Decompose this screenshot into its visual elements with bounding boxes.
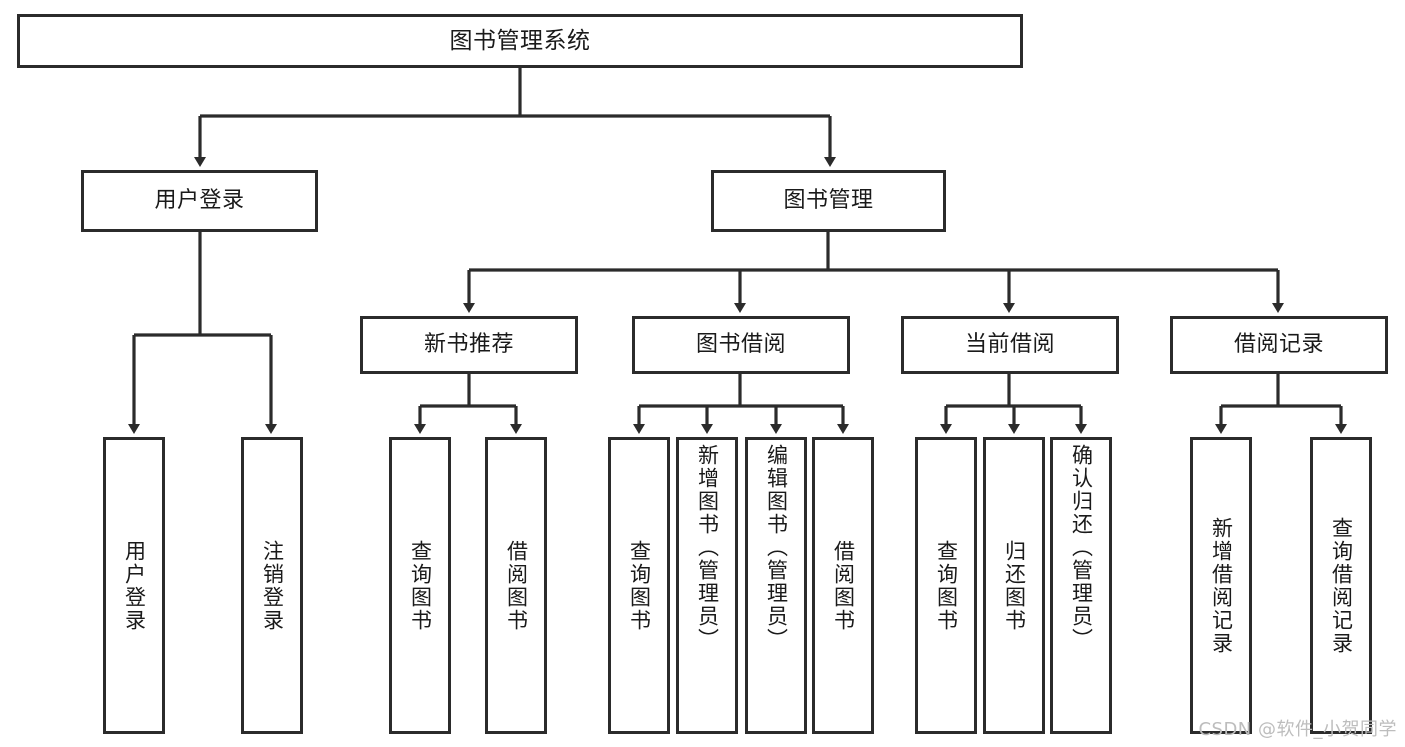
node-book-borrow-label: 图书借阅 bbox=[695, 332, 786, 358]
leaf-borrow-query-book-label: 查询图书 bbox=[627, 539, 652, 632]
leaf-current-return-book[interactable]: 归还图书 bbox=[983, 437, 1045, 734]
node-book-management[interactable]: 图书管理 bbox=[711, 170, 946, 232]
node-new-book-recommend-label: 新书推荐 bbox=[423, 332, 514, 358]
leaf-current-confirm-return-admin-label: 确认归还（管理员） bbox=[1069, 444, 1094, 651]
node-book-management-label: 图书管理 bbox=[783, 188, 874, 214]
leaf-user-logout[interactable]: 注销登录 bbox=[241, 437, 303, 734]
node-book-borrow[interactable]: 图书借阅 bbox=[632, 316, 850, 374]
leaf-borrow-borrow-book-label: 借阅图书 bbox=[831, 539, 856, 632]
leaf-newbook-borrow-book-label: 借阅图书 bbox=[504, 539, 529, 632]
leaf-current-confirm-return-admin[interactable]: 确认归还（管理员） bbox=[1050, 437, 1112, 734]
watermark: CSDN @软件_小贺同学 bbox=[1198, 719, 1397, 740]
leaf-newbook-query-book[interactable]: 查询图书 bbox=[389, 437, 451, 734]
leaf-borrow-edit-book-admin[interactable]: 编辑图书（管理员） bbox=[745, 437, 807, 734]
node-borrow-records[interactable]: 借阅记录 bbox=[1170, 316, 1388, 374]
leaf-user-login-label: 用户登录 bbox=[122, 539, 147, 632]
leaf-newbook-borrow-book[interactable]: 借阅图书 bbox=[485, 437, 547, 734]
leaf-newbook-query-book-label: 查询图书 bbox=[408, 539, 433, 632]
leaf-records-query-record-label: 查询借阅记录 bbox=[1329, 516, 1354, 655]
leaf-current-query-book[interactable]: 查询图书 bbox=[915, 437, 977, 734]
leaf-records-query-record[interactable]: 查询借阅记录 bbox=[1310, 437, 1372, 734]
leaf-borrow-query-book[interactable]: 查询图书 bbox=[608, 437, 670, 734]
node-current-borrow-label: 当前借阅 bbox=[964, 332, 1055, 358]
leaf-records-add-record[interactable]: 新增借阅记录 bbox=[1190, 437, 1252, 734]
node-root-label: 图书管理系统 bbox=[449, 27, 591, 54]
leaf-user-login[interactable]: 用户登录 bbox=[103, 437, 165, 734]
leaf-borrow-edit-book-admin-label: 编辑图书（管理员） bbox=[764, 444, 789, 651]
node-user-login[interactable]: 用户登录 bbox=[81, 170, 318, 232]
leaf-current-query-book-label: 查询图书 bbox=[934, 539, 959, 632]
leaf-borrow-add-book-admin[interactable]: 新增图书（管理员） bbox=[676, 437, 738, 734]
node-borrow-records-label: 借阅记录 bbox=[1233, 332, 1324, 358]
node-root[interactable]: 图书管理系统 bbox=[17, 14, 1023, 68]
node-user-login-label: 用户登录 bbox=[154, 188, 245, 214]
node-current-borrow[interactable]: 当前借阅 bbox=[901, 316, 1119, 374]
node-new-book-recommend[interactable]: 新书推荐 bbox=[360, 316, 578, 374]
leaf-current-return-book-label: 归还图书 bbox=[1002, 539, 1027, 632]
leaf-borrow-borrow-book[interactable]: 借阅图书 bbox=[812, 437, 874, 734]
leaf-user-logout-label: 注销登录 bbox=[260, 539, 285, 632]
leaf-records-add-record-label: 新增借阅记录 bbox=[1209, 516, 1234, 655]
leaf-borrow-add-book-admin-label: 新增图书（管理员） bbox=[695, 444, 720, 651]
